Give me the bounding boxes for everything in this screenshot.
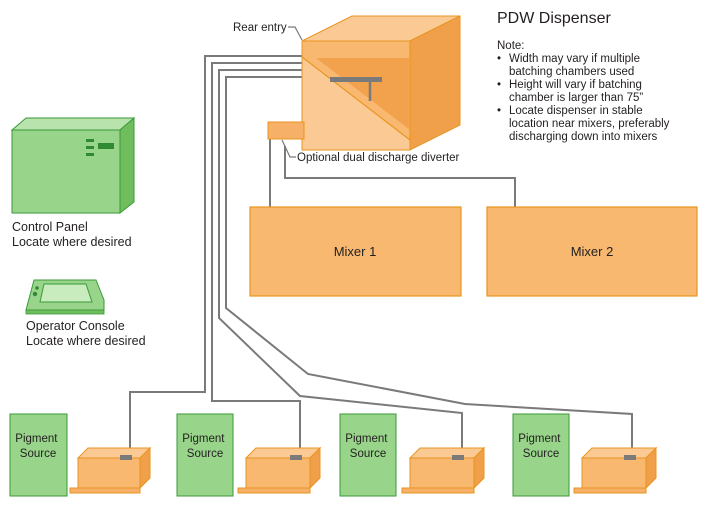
diverter-label: Optional dual discharge diverter [297, 152, 460, 164]
pdw-dispenser [267, 15, 461, 151]
control-panel [10, 116, 136, 215]
pigment-bin-2 [245, 457, 311, 489]
pigment-source-2-label: Pigment Source [182, 433, 227, 460]
pigment-bin-3 [409, 457, 475, 489]
mixer-2: Mixer 2 [486, 206, 698, 297]
note-bullet-2: • Height will vary if batching chamber i… [497, 79, 645, 104]
line-to-mixer-2 [284, 146, 516, 207]
pigment-source-3 [339, 413, 397, 497]
line-to-bin-4 [225, 76, 633, 458]
note-bullet-1: • Width may vary if multiple batching ch… [497, 53, 643, 78]
operator-console [25, 279, 105, 315]
discharge-diverter [267, 121, 305, 140]
pigment-bin-1 [77, 457, 141, 489]
control-panel-display [98, 143, 114, 149]
pigment-station-4: Pigment Source [512, 413, 658, 497]
operator-console-screen [39, 283, 93, 303]
line-to-bin-1 [129, 55, 302, 458]
notes: Note: • Width may vary if multiple batch… [497, 40, 673, 143]
control-panel-indicator [86, 139, 94, 142]
mixer-2-label: Mixer 2 [571, 244, 614, 259]
pigment-source-1-label: Pigment Source [15, 433, 60, 460]
pigment-station-2: Pigment Source [176, 413, 322, 497]
pigment-station-1: Pigment Source [9, 413, 152, 497]
pigment-source-4 [512, 413, 570, 497]
note-bullet-3: • Locate dispenser in stable location ne… [497, 105, 673, 143]
note-heading: Note: [497, 40, 525, 52]
rear-entry-leader [288, 26, 303, 41]
pigment-station-3: Pigment Source [339, 413, 486, 497]
pigment-source-1 [9, 413, 68, 497]
operator-console-label: Operator Console Locate where desired [26, 319, 146, 348]
pigment-bin-4 [581, 457, 647, 489]
diverter-leader [281, 139, 296, 158]
operator-console-button [32, 291, 38, 297]
dispenser-chamber-back [316, 58, 410, 130]
pigment-source-2 [176, 413, 234, 497]
pigment-source-3-label: Pigment Source [345, 433, 390, 460]
mixer-1: Mixer 1 [249, 206, 462, 297]
mixer-1-label: Mixer 1 [334, 244, 377, 259]
dispenser-manifold-bar [330, 77, 382, 82]
rear-entry-label: Rear entry [233, 22, 287, 34]
line-to-bin-3 [218, 69, 463, 458]
pigment-source-4-label: Pigment Source [518, 433, 563, 460]
diagram-title: PDW Dispenser [497, 10, 611, 27]
control-panel-label: Control Panel Locate where desired [12, 220, 132, 249]
line-to-bin-2 [211, 62, 302, 458]
